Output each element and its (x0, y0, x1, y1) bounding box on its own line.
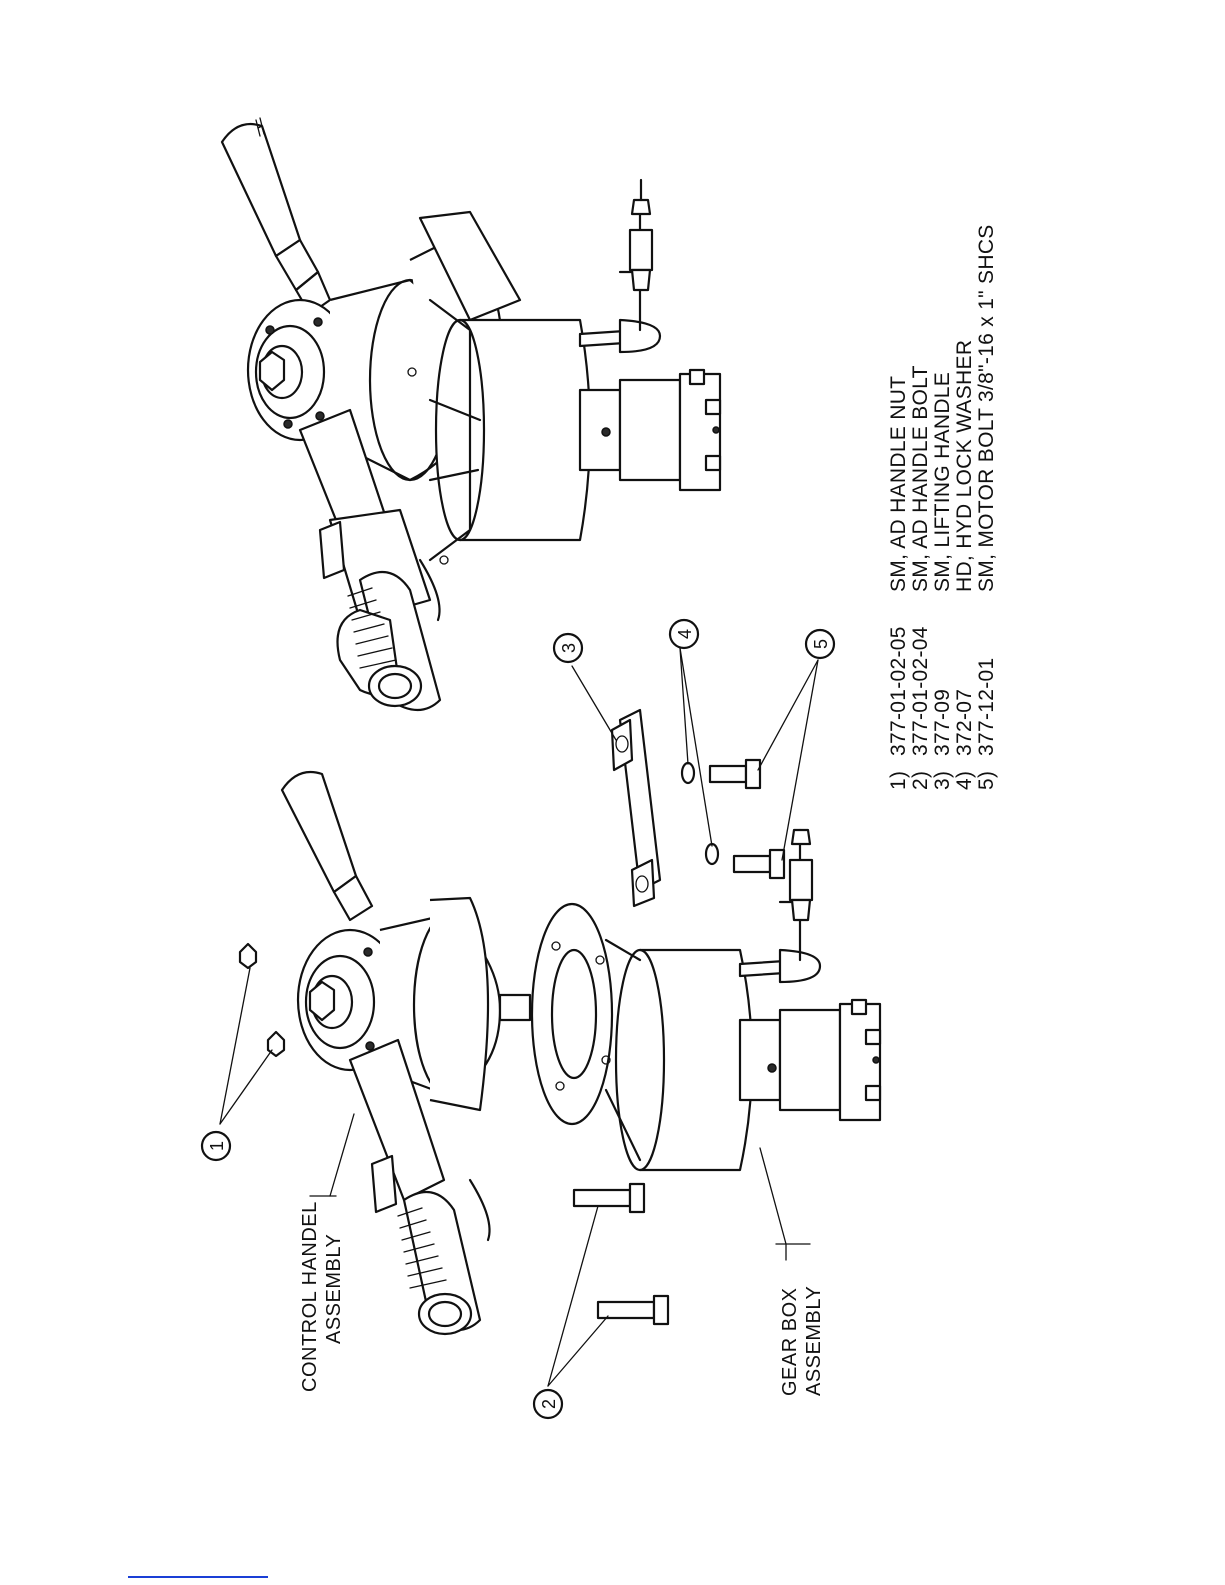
gear-box-label-line1: GEAR BOX (779, 1288, 801, 1396)
legend-row-2: 2) 377-01-02-04 SM, AD HANDLE BOLT (909, 365, 932, 790)
balloon-5: 5 (806, 630, 834, 658)
svg-text:SM, LIFTING HANDLE: SM, LIFTING HANDLE (931, 372, 954, 592)
legend-row-3: 3) 377-09 SM, LIFTING HANDLE (931, 372, 954, 790)
gear-box-label-line2: ASSEMBLY (803, 1286, 825, 1396)
footer-link-underline[interactable] (128, 1576, 268, 1578)
control-handle-label-line2: ASSEMBLY (323, 1234, 345, 1344)
svg-text:SM, MOTOR BOLT 3/8"-16 x 1" SH: SM, MOTOR BOLT 3/8"-16 x 1" SHCS (975, 224, 998, 592)
exploded-upper-grip (282, 772, 372, 920)
svg-text:HD, HYD LOCK WASHER: HD, HYD LOCK WASHER (953, 340, 976, 592)
legend-row-5: 5) 377-12-01 SM, MOTOR BOLT 3/8"-16 x 1"… (975, 224, 998, 790)
svg-text:5): 5) (975, 771, 998, 790)
svg-text:377-12-01: 377-12-01 (975, 658, 998, 756)
svg-text:2: 2 (539, 1399, 559, 1409)
control-handle-label-line1: CONTROL HANDEL (299, 1201, 321, 1392)
motor-bolts (710, 760, 784, 878)
assembled-upper-grip (222, 118, 330, 314)
balloon-2: 2 (534, 1390, 562, 1418)
svg-text:SM, AD HANDLE NUT: SM, AD HANDLE NUT (887, 376, 910, 592)
balloon-1: 1 (202, 1132, 230, 1160)
assembled-unit (222, 118, 720, 710)
svg-text:2): 2) (909, 771, 932, 790)
svg-text:3): 3) (931, 771, 954, 790)
gear-box-label: GEAR BOX ASSEMBLY (779, 1286, 825, 1396)
legend-row-4: 4) 372-07 HD, HYD LOCK WASHER (953, 340, 976, 790)
legend-row-1: 1) 377-01-02-05 SM, AD HANDLE NUT (887, 376, 910, 790)
svg-text:1): 1) (887, 771, 910, 790)
lifting-handle-part (612, 710, 660, 906)
svg-text:377-09: 377-09 (931, 689, 954, 756)
exploded-gearbox (532, 830, 880, 1170)
handle-nuts (240, 944, 284, 1056)
svg-text:SM, AD HANDLE BOLT: SM, AD HANDLE BOLT (909, 365, 932, 592)
svg-text:5: 5 (811, 639, 831, 649)
parts-legend: 1) 377-01-02-05 SM, AD HANDLE NUT 2) 377… (887, 224, 998, 790)
svg-text:3: 3 (559, 643, 579, 653)
balloon-3: 3 (554, 634, 582, 662)
balloon-4: 4 (670, 620, 698, 648)
svg-text:4: 4 (675, 629, 695, 639)
svg-text:1: 1 (207, 1141, 227, 1151)
svg-text:377-01-02-04: 377-01-02-04 (909, 626, 932, 756)
exploded-motor-hub (298, 898, 530, 1110)
svg-text:4): 4) (953, 771, 976, 790)
svg-text:377-01-02-05: 377-01-02-05 (887, 626, 910, 756)
control-handle-label: CONTROL HANDEL ASSEMBLY (299, 1196, 345, 1392)
svg-text:372-07: 372-07 (953, 689, 976, 756)
handle-bolts (574, 1184, 668, 1324)
